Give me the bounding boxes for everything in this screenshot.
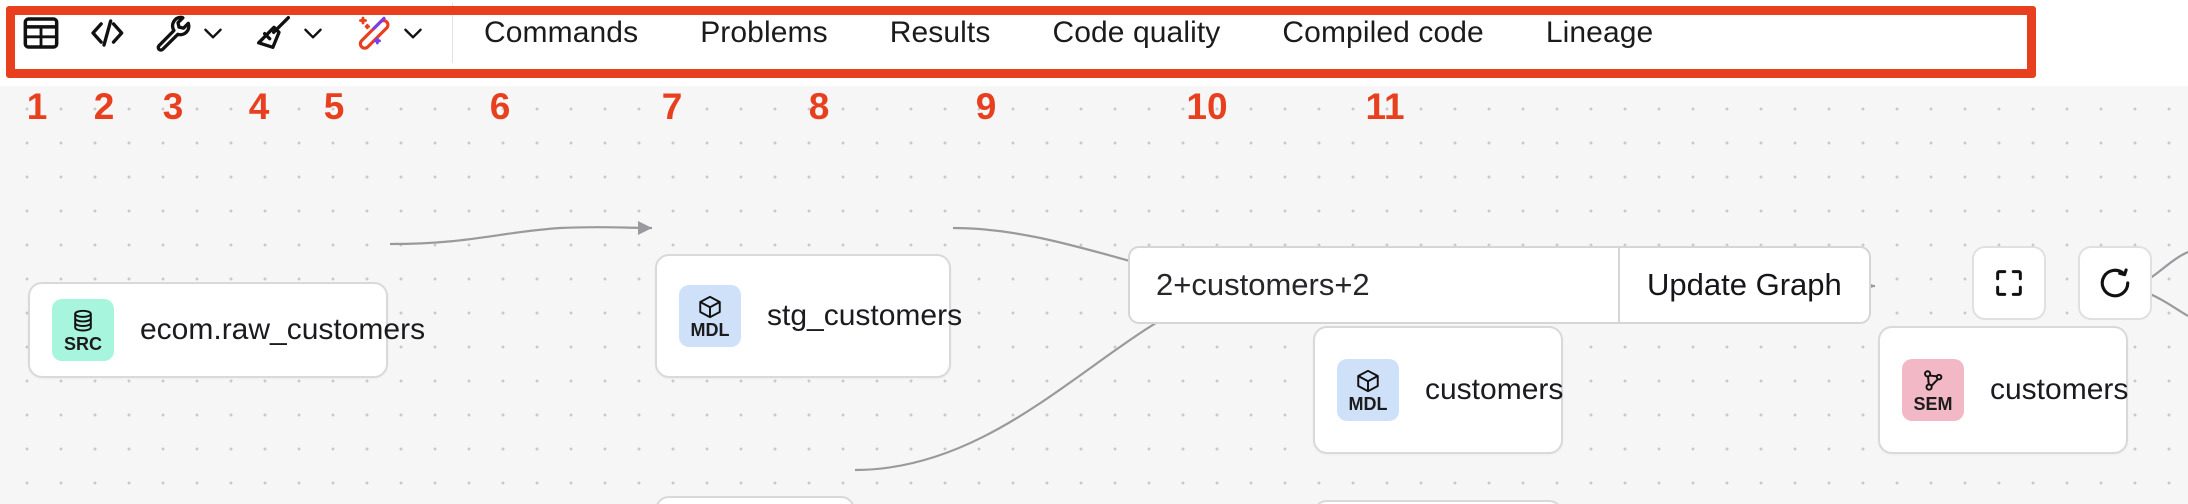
- broom-icon: [257, 15, 291, 49]
- magic-wand-icon-button[interactable]: [350, 10, 396, 56]
- lineage-node[interactable]: MDL: [655, 496, 855, 504]
- chevron-down-icon: [304, 28, 322, 39]
- toolbar-tabs: Commands Problems Results Code quality Compi…: [453, 2, 1684, 64]
- broom-icon-button[interactable]: [250, 10, 296, 56]
- update-graph-button[interactable]: Update Graph: [1620, 248, 1869, 322]
- node-title: customers: [1425, 373, 1564, 406]
- tab-lineage[interactable]: Lineage: [1545, 16, 1654, 49]
- wrench-icon-button[interactable]: [150, 10, 196, 56]
- node-type-badge-mdl: MDL: [679, 285, 741, 347]
- code-icon-button[interactable]: [84, 10, 130, 56]
- refresh-graph-button[interactable]: [2078, 246, 2152, 320]
- node-type-badge-mdl: MDL: [1337, 359, 1399, 421]
- wrench-chevron-button[interactable]: [196, 10, 230, 56]
- annotation-number-10: 10: [1186, 86, 1228, 127]
- toolbar-divider: [452, 3, 453, 63]
- lineage-node[interactable]: SRC ecom.raw_customers: [28, 282, 425, 378]
- magic-wand-chevron-button[interactable]: [396, 10, 430, 56]
- table-icon-button[interactable]: [18, 10, 64, 56]
- annotation-number-1: 1: [26, 86, 48, 127]
- network-icon: [1924, 369, 1943, 391]
- tab-compiled-code[interactable]: Compiled code: [1282, 16, 1484, 49]
- annotation-number-2: 2: [93, 86, 115, 127]
- lineage-node[interactable]: MDL stg_customers: [655, 254, 962, 378]
- lineage-node[interactable]: MDL: [1313, 500, 1563, 504]
- node-type-label: MDL: [1348, 393, 1388, 414]
- tab-problems[interactable]: Problems: [700, 16, 828, 49]
- cube-icon: [1357, 369, 1379, 392]
- toolbar-icon-group: [0, 2, 453, 64]
- lineage-canvas[interactable]: Update Graph SRCecom.raw_customersMDLstg…: [0, 86, 2188, 504]
- node-title: customers: [1990, 373, 2129, 406]
- graph-controls[interactable]: Update Graph: [1128, 246, 1871, 324]
- annotation-number-row: 1 2 3 4 5 6 7 8 9 10 11: [0, 86, 2188, 130]
- broom-chevron-button[interactable]: [296, 10, 330, 56]
- annotation-number-5: 5: [323, 86, 345, 127]
- database-icon: [74, 309, 92, 332]
- table-icon: [23, 17, 59, 49]
- annotation-number-11: 11: [1365, 86, 1405, 127]
- node-title: stg_customers: [767, 299, 963, 332]
- refresh-icon: [2100, 268, 2130, 298]
- chevron-down-icon: [404, 28, 422, 39]
- node-type-label: MDL: [690, 319, 730, 340]
- tab-results[interactable]: Results: [889, 16, 991, 49]
- editor-toolbar: Commands Problems Results Code quality Compi…: [0, 2, 2188, 64]
- node-type-badge-sem: SEM: [1902, 359, 1964, 421]
- annotation-number-4: 4: [248, 86, 270, 127]
- annotation-number-7: 7: [661, 86, 683, 127]
- wrench-icon: [156, 15, 191, 52]
- node-title: ecom.raw_customers: [140, 313, 426, 346]
- lineage-node[interactable]: MDL customers: [1313, 326, 1563, 454]
- annotation-number-3: 3: [162, 86, 184, 127]
- fullscreen-icon: [1996, 270, 2022, 296]
- annotation-number-6: 6: [489, 86, 511, 127]
- fit-view-button[interactable]: [1972, 246, 2046, 320]
- node-type-badge-src: SRC: [52, 299, 114, 361]
- chevron-down-icon: [204, 28, 222, 39]
- annotation-number-8: 8: [808, 86, 830, 127]
- node-type-label: SEM: [1913, 393, 1953, 414]
- node-type-label: SRC: [63, 333, 102, 354]
- lineage-node[interactable]: SEM customers: [1878, 326, 2128, 454]
- code-icon: [91, 19, 124, 47]
- annotation-number-9: 9: [975, 86, 997, 127]
- graph-search-input[interactable]: [1130, 248, 1618, 322]
- controls-divider: [1618, 248, 1620, 322]
- magic-wand-icon: [358, 16, 390, 50]
- tab-code-quality[interactable]: Code quality: [1052, 16, 1221, 49]
- cube-icon: [699, 295, 721, 318]
- tab-commands[interactable]: Commands: [484, 16, 639, 49]
